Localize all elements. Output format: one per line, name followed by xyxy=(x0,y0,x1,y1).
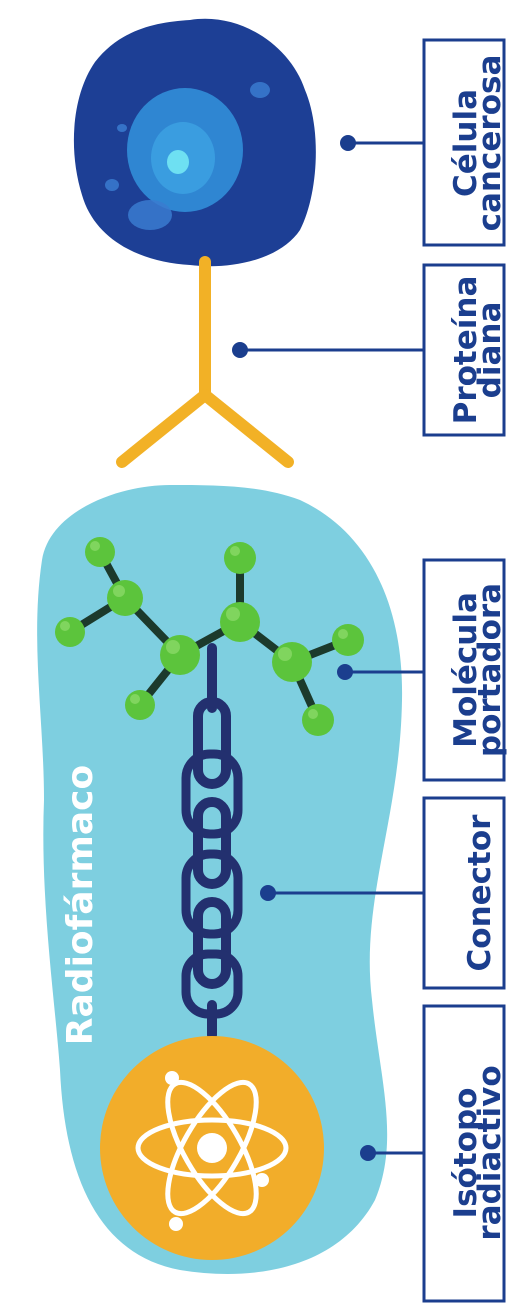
connector-pointer-dot xyxy=(260,885,276,901)
label-connector-line1: Conector xyxy=(462,814,498,972)
label-radioactive-isotope-line1: Isótopo xyxy=(448,1088,484,1219)
label-radioactive-isotope: Isótopo radiactivo xyxy=(422,1004,508,1303)
label-carrier-molecule: Molécula portadora xyxy=(422,558,508,782)
target-protein-icon xyxy=(116,256,294,468)
label-target-protein-line1: Proteína xyxy=(448,276,484,425)
molecule-icon xyxy=(55,537,364,736)
carrier-molecule-pointer-dot xyxy=(337,664,353,680)
label-cancer-cell-line1: Célula xyxy=(448,89,484,197)
chain-icon xyxy=(181,643,243,1040)
label-carrier-molecule-line2: portadora xyxy=(472,583,508,757)
label-connector: Conector xyxy=(422,796,506,990)
label-cancer-cell: Célula cancerosa xyxy=(422,38,508,247)
target-protein-pointer-dot xyxy=(232,342,248,358)
cancer-cell-pointer-dot xyxy=(340,135,356,151)
atom-icon xyxy=(100,1036,324,1260)
label-radioactive-isotope-line2: radiactivo xyxy=(472,1065,508,1240)
label-target-protein-line2: diana xyxy=(472,302,508,399)
label-carrier-molecule-line1: Molécula xyxy=(448,592,484,748)
label-cancer-cell-line2: cancerosa xyxy=(472,55,508,232)
label-target-protein: Proteína diana xyxy=(422,263,508,437)
cancer-cell-icon xyxy=(73,18,316,267)
radiopharmaceutical-title: Radiofármaco xyxy=(60,765,101,1045)
radioactive-isotope-pointer-dot xyxy=(360,1145,376,1161)
